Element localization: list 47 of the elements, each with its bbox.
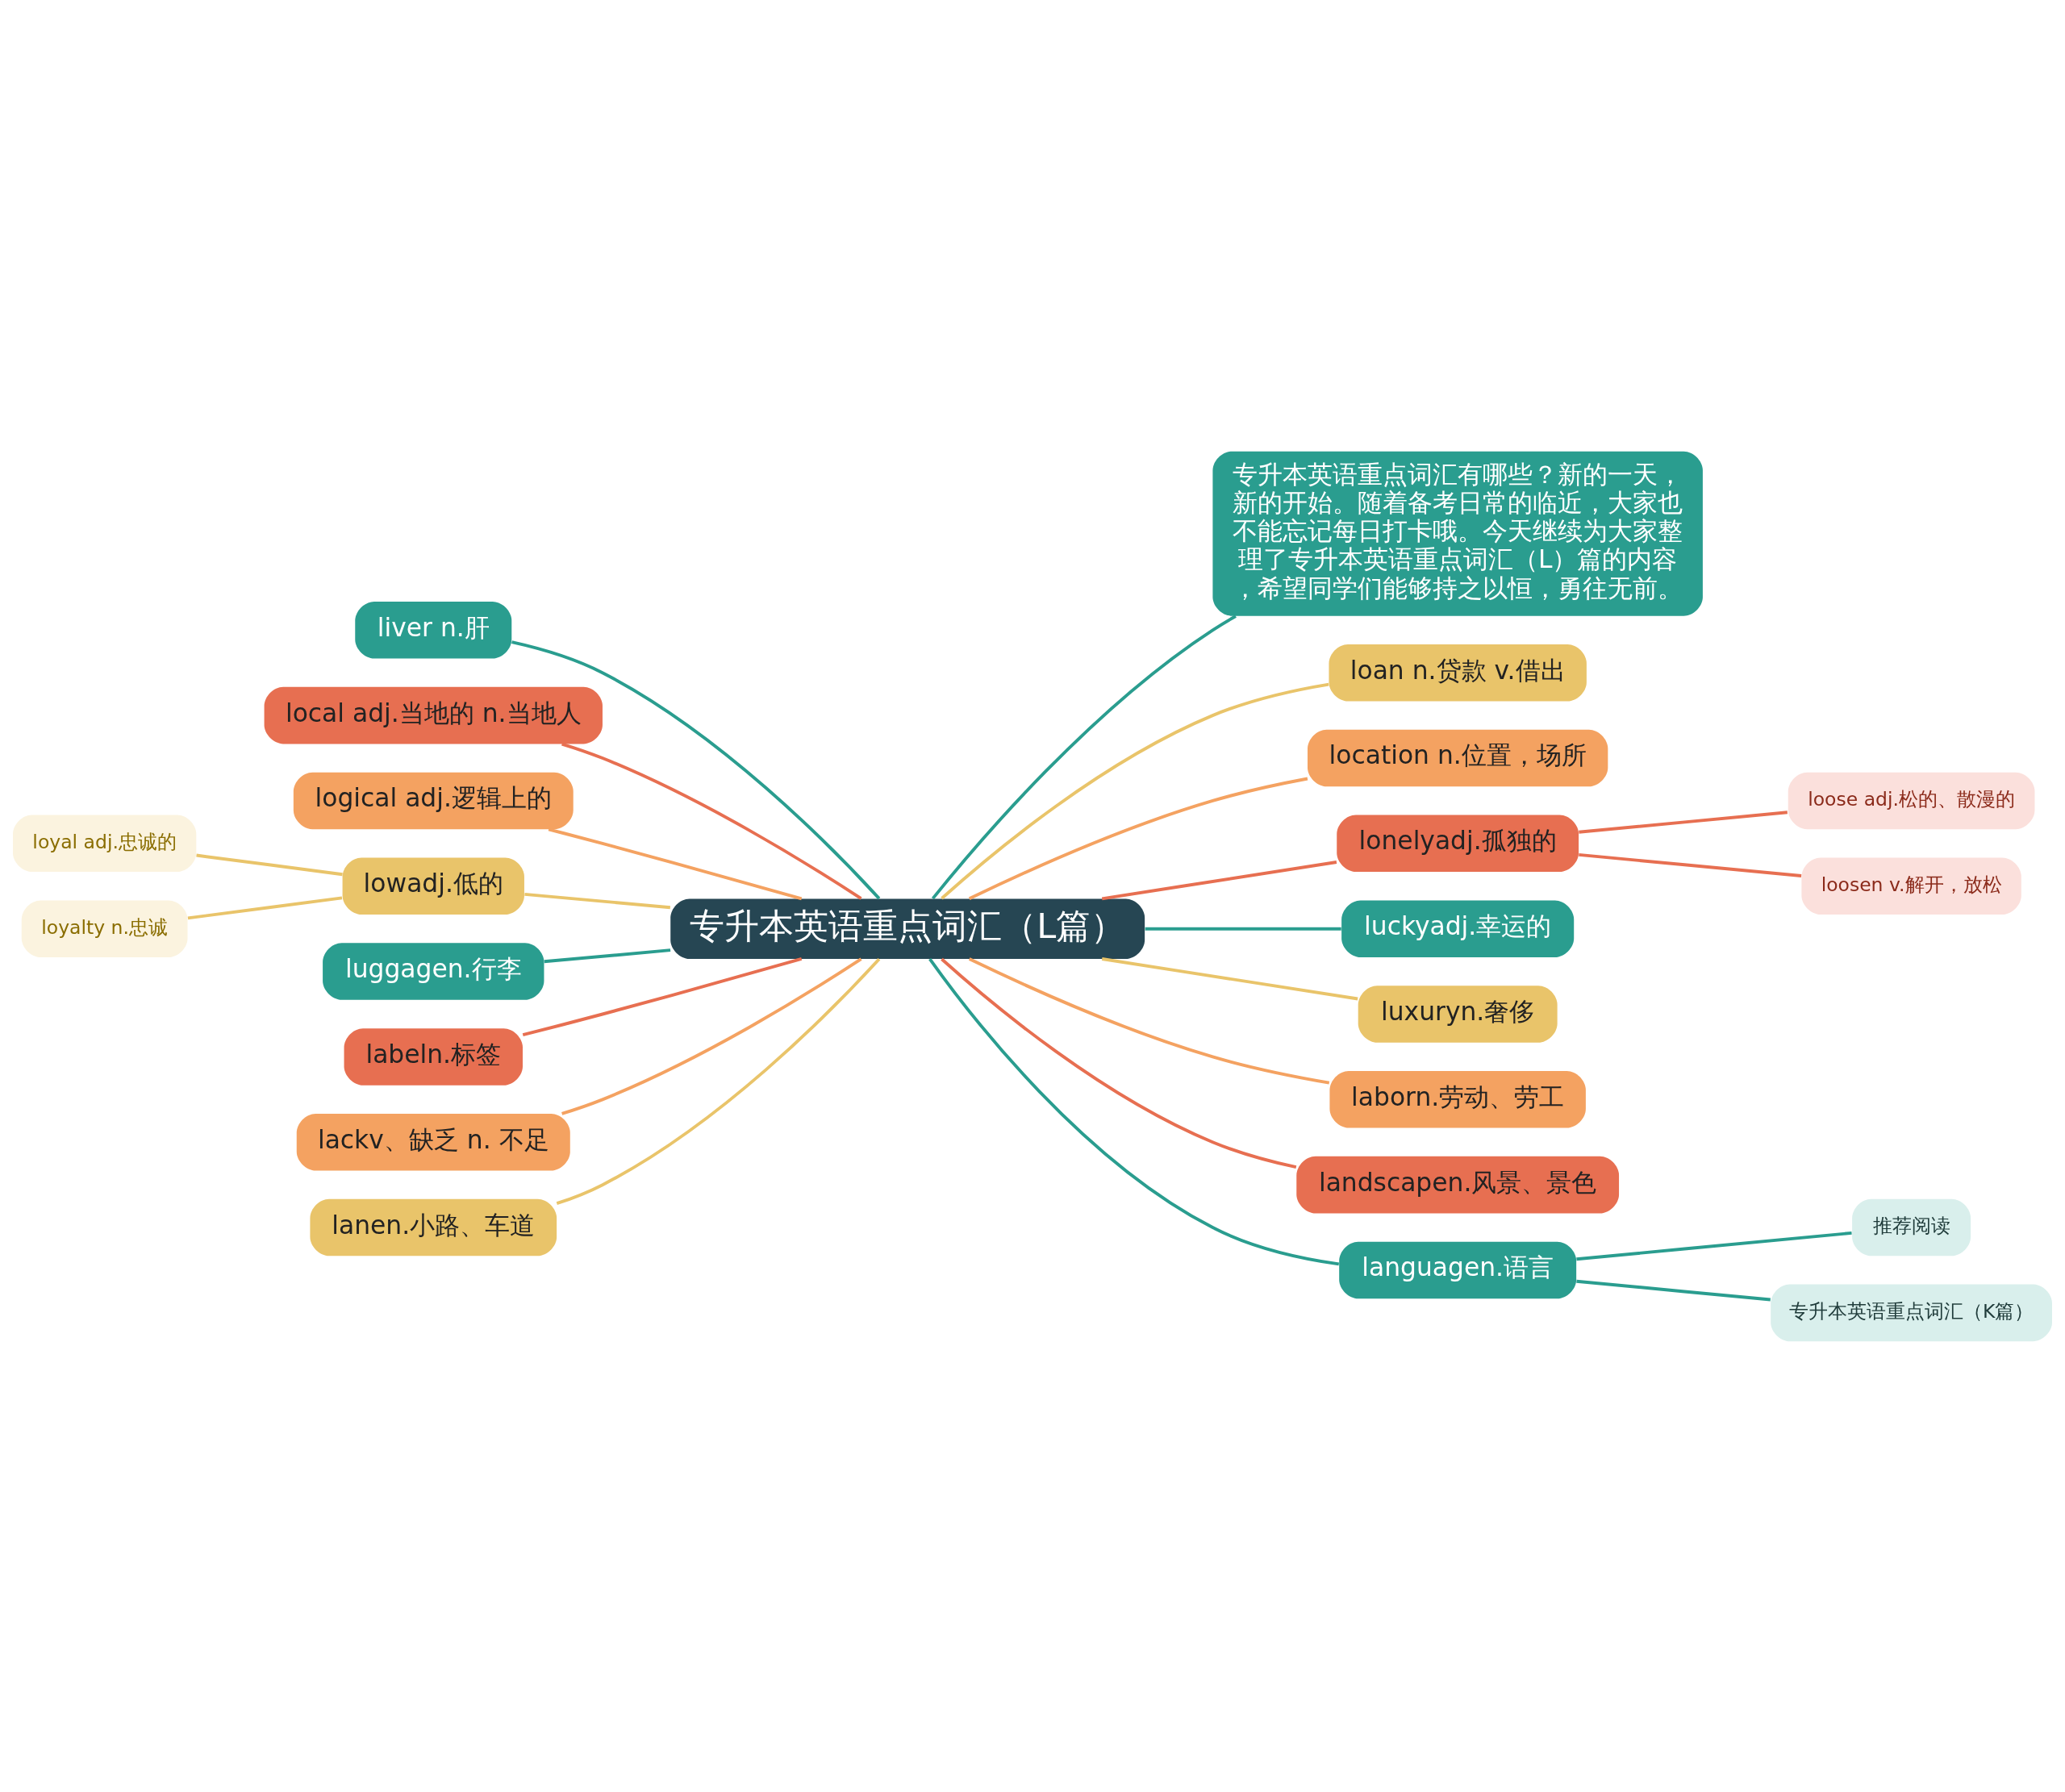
connector <box>1101 860 1337 900</box>
node-box: loan n.贷款 v.借出 <box>1329 644 1587 701</box>
connector <box>196 853 343 876</box>
connector <box>968 777 1308 900</box>
node-box: loose adj.松的、散漫的 <box>1788 772 2035 829</box>
connector <box>968 956 1330 1085</box>
connector <box>561 742 862 900</box>
node-box: location n.位置，场所 <box>1308 729 1608 786</box>
node-box: lonelyadj.孤独的 <box>1337 815 1579 872</box>
node-box: luggagen.行李 <box>323 942 544 1000</box>
node-box: labeln.标签 <box>344 1027 523 1086</box>
connector <box>1579 852 1802 877</box>
connector <box>511 640 881 899</box>
connector <box>556 957 881 1205</box>
connector <box>1145 927 1341 931</box>
connector <box>1579 810 1788 834</box>
node-box: loyalty n.忠诚 <box>21 899 188 957</box>
connector <box>928 957 1340 1265</box>
node-box: lowadj.低的 <box>342 857 524 915</box>
connector <box>561 957 862 1115</box>
connector <box>941 682 1329 899</box>
connector <box>187 895 343 919</box>
node-box: lanen.小路、车道 <box>310 1198 557 1256</box>
node-box: 推荐阅读 <box>1852 1198 1971 1256</box>
connector <box>548 827 803 900</box>
connector <box>544 948 671 963</box>
node-box: laborn.劳动、劳工 <box>1329 1070 1586 1128</box>
node-box: languagen.语言 <box>1339 1241 1577 1298</box>
connector <box>1576 1279 1771 1301</box>
node-box: landscapen.风景、景色 <box>1296 1156 1620 1213</box>
node-box: liver n.肝 <box>355 601 512 659</box>
connector <box>524 892 671 909</box>
connector <box>1101 956 1358 1000</box>
connector <box>931 614 1237 899</box>
node-box: 专升本英语重点词汇有哪些？新的一天，新的开始。随着备考日常的临近，大家也不能忘记每日打卡哦。今天继续为大家整理了专升本英语重点词汇（L）篇的内容，希望同学们能够持之以恒，勇往无前。 <box>1212 451 1703 616</box>
node-box: 专升本英语重点词汇（K篇） <box>1771 1284 2052 1341</box>
node-box: luckyadj.幸运的 <box>1341 899 1575 957</box>
node-box: lackv、缺乏 n. 不足 <box>296 1113 570 1170</box>
connector <box>522 956 803 1036</box>
node-box: luxuryn.奢侈 <box>1358 985 1558 1043</box>
node-box: 专升本英语重点词汇（L篇） <box>670 898 1145 959</box>
connector <box>941 957 1297 1169</box>
node-box: loyal adj.忠诚的 <box>13 815 197 872</box>
connector <box>1576 1231 1852 1261</box>
node-box: logical adj.逻辑上的 <box>293 772 574 829</box>
node-box: loosen v.解开，放松 <box>1801 857 2021 915</box>
node-box: local adj.当地的 n.当地人 <box>264 686 603 744</box>
